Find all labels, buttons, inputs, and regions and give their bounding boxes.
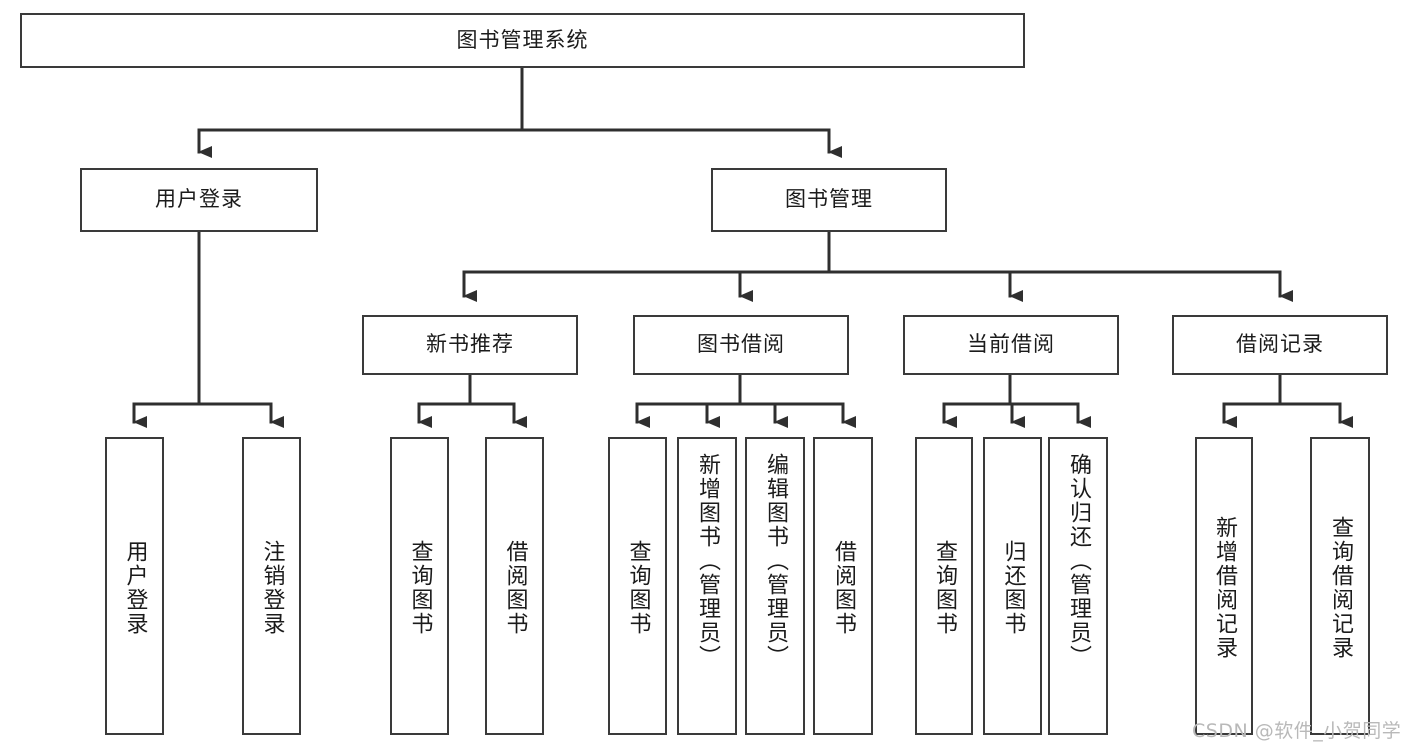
node-leaf-confirm-return[interactable]: 确认归还（管理员） — [1048, 437, 1108, 735]
node-leaf-return-book-label: 归还图书 — [1000, 540, 1026, 636]
node-leaf-confirm-return-label: 确认归还（管理员） — [1065, 453, 1091, 669]
node-new-book-rec-label: 新书推荐 — [426, 332, 514, 357]
node-leaf-borrow-book-1[interactable]: 借阅图书 — [485, 437, 544, 735]
node-borrow-record-label: 借阅记录 — [1236, 332, 1324, 357]
node-leaf-query-record-label: 查询借阅记录 — [1327, 516, 1353, 660]
node-user-login-label: 用户登录 — [155, 187, 243, 212]
node-leaf-borrow-book-2[interactable]: 借阅图书 — [813, 437, 873, 735]
node-book-borrow-label: 图书借阅 — [697, 332, 785, 357]
node-book-borrow[interactable]: 图书借阅 — [633, 315, 849, 375]
node-current-borrow[interactable]: 当前借阅 — [903, 315, 1119, 375]
node-book-manage-label: 图书管理 — [785, 187, 873, 212]
node-leaf-user-login[interactable]: 用户登录 — [105, 437, 164, 735]
node-leaf-query-book-3[interactable]: 查询图书 — [915, 437, 973, 735]
node-leaf-add-book[interactable]: 新增图书（管理员） — [677, 437, 737, 735]
node-root[interactable]: 图书管理系统 — [20, 13, 1025, 68]
node-leaf-edit-book[interactable]: 编辑图书（管理员） — [745, 437, 805, 735]
node-borrow-record[interactable]: 借阅记录 — [1172, 315, 1388, 375]
node-user-login[interactable]: 用户登录 — [80, 168, 318, 232]
node-leaf-user-logout-label: 注销登录 — [259, 540, 285, 636]
node-leaf-query-record[interactable]: 查询借阅记录 — [1310, 437, 1370, 735]
node-leaf-query-book-3-label: 查询图书 — [931, 540, 957, 636]
watermark-text: CSDN @软件_小贺同学 — [1192, 720, 1402, 742]
node-book-manage[interactable]: 图书管理 — [711, 168, 947, 232]
node-leaf-add-book-label: 新增图书（管理员） — [694, 453, 720, 669]
node-root-label: 图书管理系统 — [456, 27, 589, 52]
node-leaf-query-book-1[interactable]: 查询图书 — [390, 437, 449, 735]
node-leaf-query-book-2[interactable]: 查询图书 — [608, 437, 667, 735]
node-leaf-add-record-label: 新增借阅记录 — [1211, 516, 1237, 660]
node-leaf-borrow-book-2-label: 借阅图书 — [830, 540, 856, 636]
node-new-book-rec[interactable]: 新书推荐 — [362, 315, 578, 375]
node-leaf-user-logout[interactable]: 注销登录 — [242, 437, 301, 735]
node-leaf-edit-book-label: 编辑图书（管理员） — [762, 453, 788, 669]
node-leaf-query-book-1-label: 查询图书 — [407, 540, 433, 636]
node-leaf-borrow-book-1-label: 借阅图书 — [502, 540, 528, 636]
node-current-borrow-label: 当前借阅 — [967, 332, 1055, 357]
node-leaf-query-book-2-label: 查询图书 — [625, 540, 651, 636]
node-leaf-user-login-label: 用户登录 — [122, 540, 148, 636]
node-leaf-return-book[interactable]: 归还图书 — [983, 437, 1042, 735]
node-leaf-add-record[interactable]: 新增借阅记录 — [1195, 437, 1253, 735]
